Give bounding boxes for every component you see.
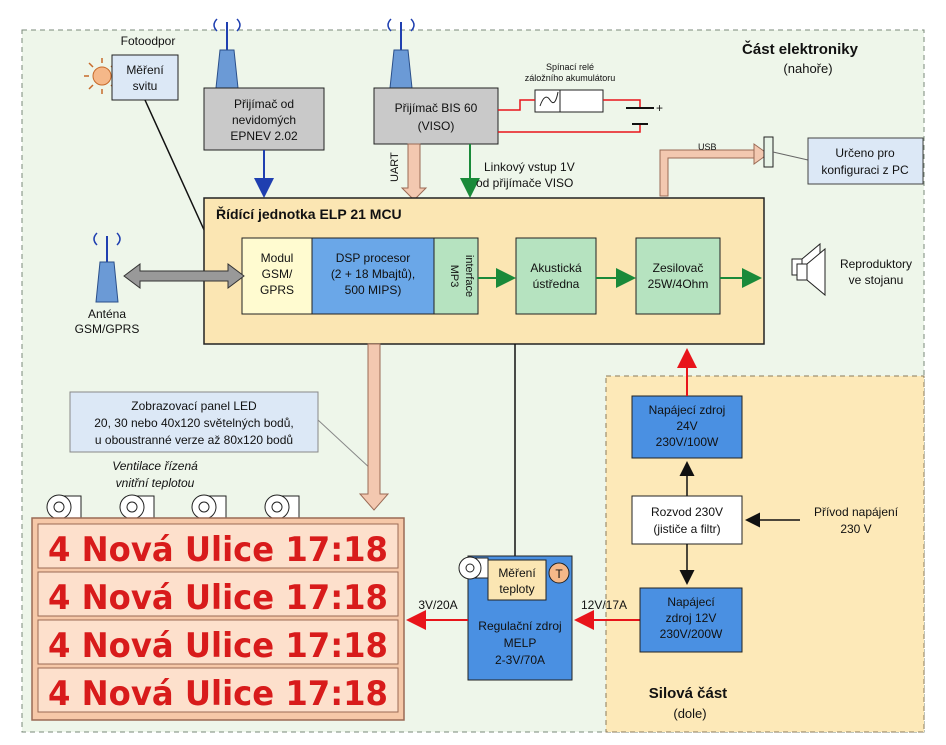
n12-l2: zdroj 12V xyxy=(666,611,717,625)
zesilovac-l1: Zesilovač xyxy=(653,261,704,275)
rele-l1: Spínací relé xyxy=(546,62,594,72)
ventilace-l2: vnitřní teplotou xyxy=(116,476,195,490)
n12-l1: Napájecí xyxy=(667,595,715,609)
electronics-subtitle: (nahoře) xyxy=(783,61,832,76)
gsm-l3: GPRS xyxy=(260,283,294,297)
thermometer-icon xyxy=(548,562,570,584)
antenna-icon xyxy=(387,18,415,89)
akusticka-l2: ústředna xyxy=(533,277,580,291)
epnev-l3: EPNEV 2.02 xyxy=(230,129,298,143)
electronics-title: Část elektroniky xyxy=(742,40,859,58)
sun-icon xyxy=(84,58,120,94)
speaker-icon xyxy=(791,242,826,297)
n24-l1: Napájecí zdroj xyxy=(649,403,726,417)
epnev-l1: Přijímač od xyxy=(234,97,294,111)
gsm-antenna: Anténa GSM/GPRS xyxy=(75,232,140,336)
bis60-l1: Přijímač BIS 60 xyxy=(395,101,478,115)
mcu-block: Řídící jednotka ELP 21 MCU Modul GSM/ GP… xyxy=(203,197,765,345)
antenna-icon xyxy=(93,232,121,303)
led-panel: 4 Nová Ulice 17:18 4 Nová Ulice 17:18 4 … xyxy=(31,517,405,721)
regulacni-l3: 2-3V/70A xyxy=(495,653,545,667)
led-row: 4 Nová Ulice 17:18 xyxy=(48,626,388,666)
bis60-l2: (VISO) xyxy=(418,119,455,133)
napajeci-zdroj-12v: Napájecí zdroj 12V 230V/200W xyxy=(639,587,743,653)
fotoodpor-label: Fotoodpor xyxy=(121,34,176,48)
akusticka-l1: Akustická xyxy=(530,261,582,275)
config-l1: Určeno pro xyxy=(835,146,895,160)
dsp-l1: DSP procesor xyxy=(336,251,410,265)
dsp-l3: 500 MIPS) xyxy=(345,283,402,297)
bis60-receiver: Přijímač BIS 60 (VISO) xyxy=(373,18,499,145)
reproduktory-l1: Reproduktory xyxy=(840,257,912,271)
mp3-l2: interface xyxy=(463,255,475,297)
regulacni-zdroj: Měření teploty T Regulační zdroj MELP 2-… xyxy=(458,555,573,681)
gsm-module xyxy=(241,237,313,315)
plus-icon: + xyxy=(656,101,663,115)
t-badge: T xyxy=(555,567,563,581)
zesilovac-l2: 25W/4Ohm xyxy=(648,277,709,291)
zesilovac xyxy=(635,237,721,315)
antena-l1: Anténa xyxy=(88,307,126,321)
usb-port-icon xyxy=(763,136,774,168)
fan-icon xyxy=(46,494,300,520)
led-info-l3: u oboustranné verze až 80x120 bodů xyxy=(95,433,293,447)
rozvod-l2: (jističe a filtr) xyxy=(653,522,720,536)
linkovy-l2: od přijímače VISO xyxy=(476,176,573,190)
dsp-l2: (2 + 18 Mbajtů), xyxy=(331,267,415,281)
backup-relay: Spínací relé záložního akumulátoru + xyxy=(498,62,663,133)
mereni-svitu-l2: svitu xyxy=(133,79,158,93)
mp3-interface xyxy=(433,237,479,315)
rozvod-230v: Rozvod 230V (jističe a filtr) xyxy=(631,495,743,545)
mereni-teploty-l2: teploty xyxy=(499,582,534,596)
privod-l1: Přívod napájení xyxy=(814,505,899,519)
mereni-svitu-l1: Měření xyxy=(126,63,164,77)
led-info-l2: 20, 30 nebo 40x120 světelných bodů, xyxy=(94,416,294,430)
linkovy-l1: Linkový vstup 1V xyxy=(484,160,575,174)
gsm-l2: GSM/ xyxy=(262,267,293,281)
led-row: 4 Nová Ulice 17:18 xyxy=(48,578,388,618)
ventilace-l1: Ventilace řízená xyxy=(112,459,198,473)
dsp-processor xyxy=(311,237,435,315)
mp3-l1: MP3 xyxy=(448,265,460,288)
power-title: Silová část xyxy=(649,685,727,702)
power-subtitle: (dole) xyxy=(673,706,706,721)
led-info-callout: Zobrazovací panel LED 20, 30 nebo 40x120… xyxy=(69,391,319,453)
uart-label: UART xyxy=(389,152,401,182)
config-box: Určeno pro konfiguraci z PC xyxy=(807,137,924,185)
mereni-teploty-l1: Měření xyxy=(498,566,536,580)
akusticka-ustredna xyxy=(515,237,597,315)
rozvod-l1: Rozvod 230V xyxy=(651,505,723,519)
led-row: 4 Nová Ulice 17:18 xyxy=(48,674,388,714)
fan-icon xyxy=(458,556,489,580)
privod-l2: 230 V xyxy=(840,522,871,536)
mcu-title: Řídící jednotka ELP 21 MCU xyxy=(216,205,402,222)
led-row: 4 Nová Ulice 17:18 xyxy=(48,530,388,570)
antena-l2: GSM/GPRS xyxy=(75,322,140,336)
light-sensor: Fotoodpor Měření svitu xyxy=(84,34,179,101)
rele-l2: záložního akumulátoru xyxy=(525,73,616,83)
a12-17-label: 12V/17A xyxy=(581,598,627,612)
led-info-l1: Zobrazovací panel LED xyxy=(131,399,257,413)
a3-20-label: 3V/20A xyxy=(418,598,457,612)
napajeci-zdroj-24v: Napájecí zdroj 24V 230V/100W xyxy=(631,395,743,459)
n12-l3: 230V/200W xyxy=(660,627,723,641)
epnev-receiver: Přijímač od nevidomých EPNEV 2.02 xyxy=(203,18,325,151)
n24-l3: 230V/100W xyxy=(656,435,719,449)
regulacni-l2: MELP xyxy=(504,636,537,650)
n24-l2: 24V xyxy=(676,419,697,433)
gsm-l1: Modul xyxy=(261,251,294,265)
config-l2: konfiguraci z PC xyxy=(821,163,909,177)
usb-label: USB xyxy=(698,142,717,152)
epnev-l2: nevidomých xyxy=(232,113,296,127)
reproduktory-l2: ve stojanu xyxy=(849,273,904,287)
regulacni-l1: Regulační zdroj xyxy=(478,619,561,633)
